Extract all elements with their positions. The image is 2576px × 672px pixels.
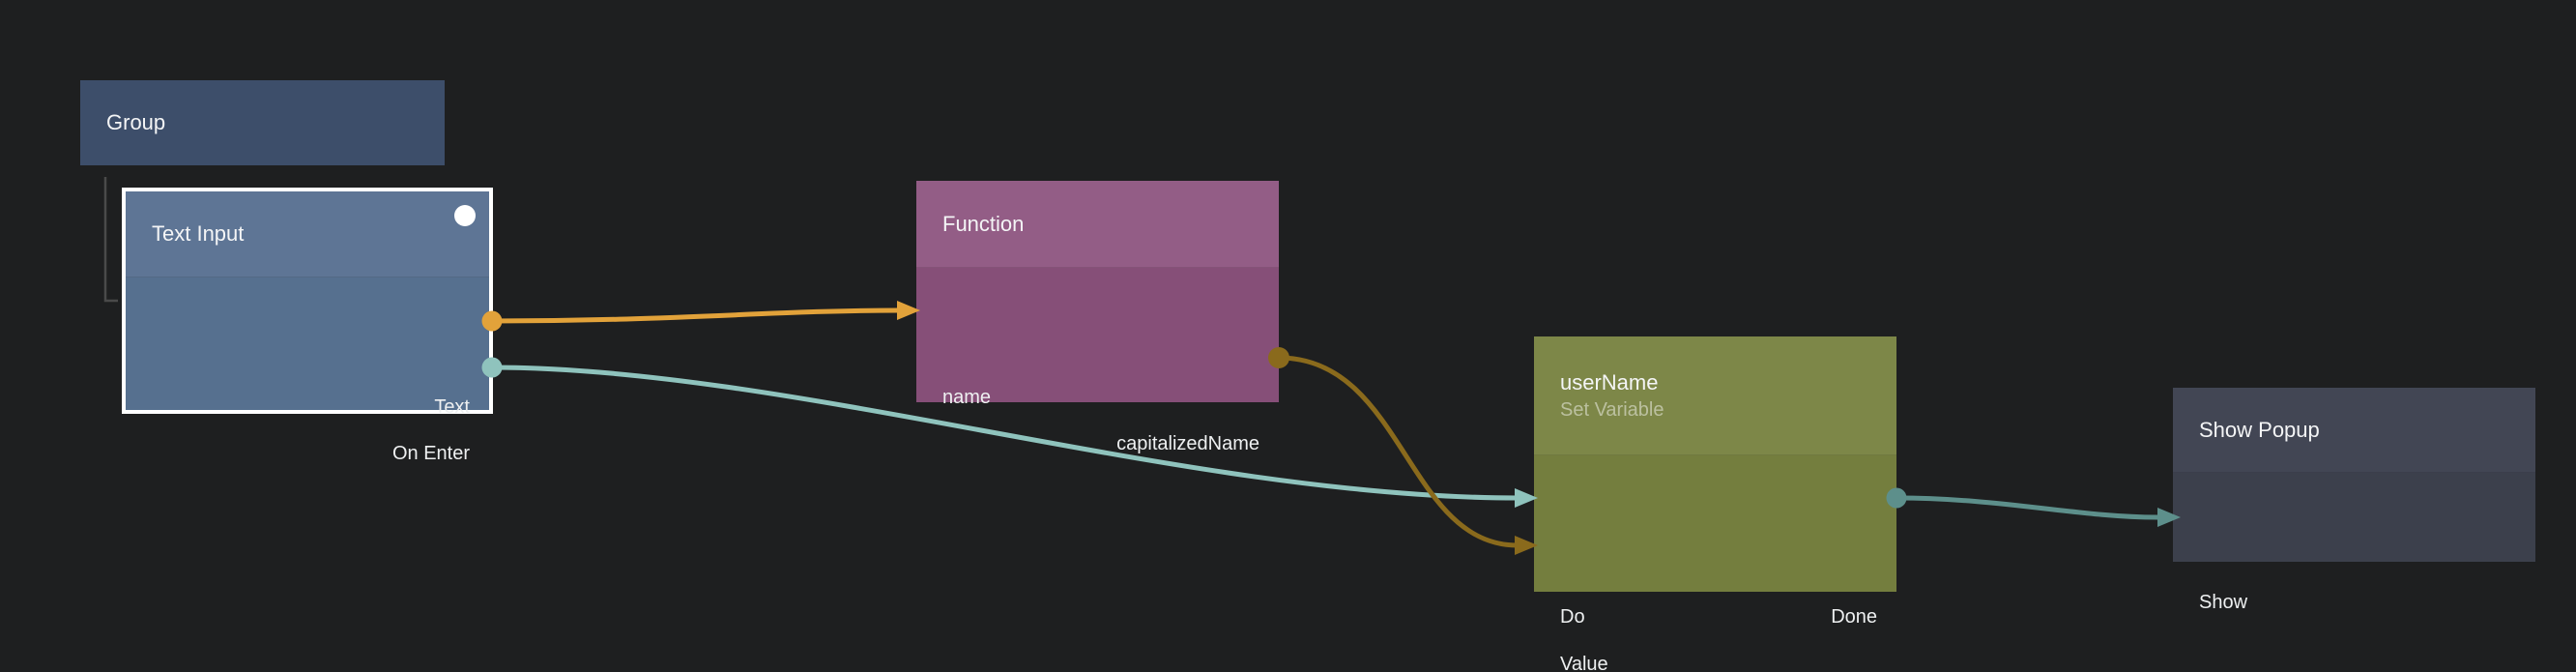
port-input-name[interactable]: name [916, 374, 1279, 421]
node-set-variable-header[interactable]: userName Set Variable [1534, 336, 1896, 455]
wire-text-to-name [481, 301, 920, 332]
wire-capitalized-name-to-value [1268, 347, 1538, 555]
port-output-text-label: Text [434, 395, 470, 418]
node-function-header[interactable]: Function [916, 181, 1279, 268]
node-show-popup-title: Show Popup [2199, 417, 2320, 442]
node-function[interactable]: Function name capitalizedName [916, 181, 1279, 454]
node-text-input[interactable]: Text Input Text On Enter [122, 188, 493, 464]
group-child-connector-line [103, 177, 118, 303]
node-show-popup-body: Show [2173, 473, 2535, 613]
wire-done-to-show-path[interactable] [1894, 495, 2160, 520]
node-group[interactable]: Group [80, 80, 445, 165]
node-function-title: Function [942, 211, 1025, 236]
node-show-popup-header[interactable]: Show Popup [2173, 388, 2535, 473]
port-output-on-enter[interactable]: On Enter [126, 430, 489, 477]
node-show-popup[interactable]: Show Popup Show [2173, 388, 2535, 613]
wire-text-to-name-path[interactable] [489, 307, 902, 324]
port-output-on-enter-label: On Enter [391, 442, 470, 464]
port-input-show[interactable]: Show [2173, 579, 2535, 626]
node-set-variable-title: userName [1560, 369, 1659, 394]
node-set-variable-subtitle: Set Variable [1560, 398, 1664, 421]
node-group-title: Group [106, 110, 166, 134]
port-input-value[interactable]: Value [1534, 641, 1896, 672]
port-input-value-label: Value [1560, 653, 1608, 672]
wire-done-to-show [1886, 487, 2181, 527]
port-output-capitalized-name-label: capitalizedName [1116, 432, 1259, 454]
port-output-capitalized-name[interactable]: capitalizedName [916, 421, 1279, 467]
node-set-variable[interactable]: userName Set Variable Do Done Value [1534, 336, 1896, 672]
node-text-input-title: Text Input [152, 221, 245, 246]
node-set-variable-body: Do Done Value [1534, 455, 1896, 672]
node-function-body: name capitalizedName [916, 268, 1279, 454]
wire-capitalized-name-to-value-path[interactable] [1276, 355, 1520, 548]
port-input-show-label: Show [2199, 591, 2248, 613]
port-input-name-label: name [942, 386, 992, 408]
connection-indicator-dot [454, 205, 476, 226]
port-row-do-done: Do Done [1534, 594, 1896, 640]
port-output-text[interactable]: Text [126, 384, 489, 430]
port-input-do[interactable]: Do [1560, 605, 1585, 628]
node-text-input-header[interactable]: Text Input [126, 191, 489, 278]
node-text-input-body: Text On Enter [126, 278, 489, 464]
port-output-done[interactable]: Done [1831, 605, 1877, 628]
